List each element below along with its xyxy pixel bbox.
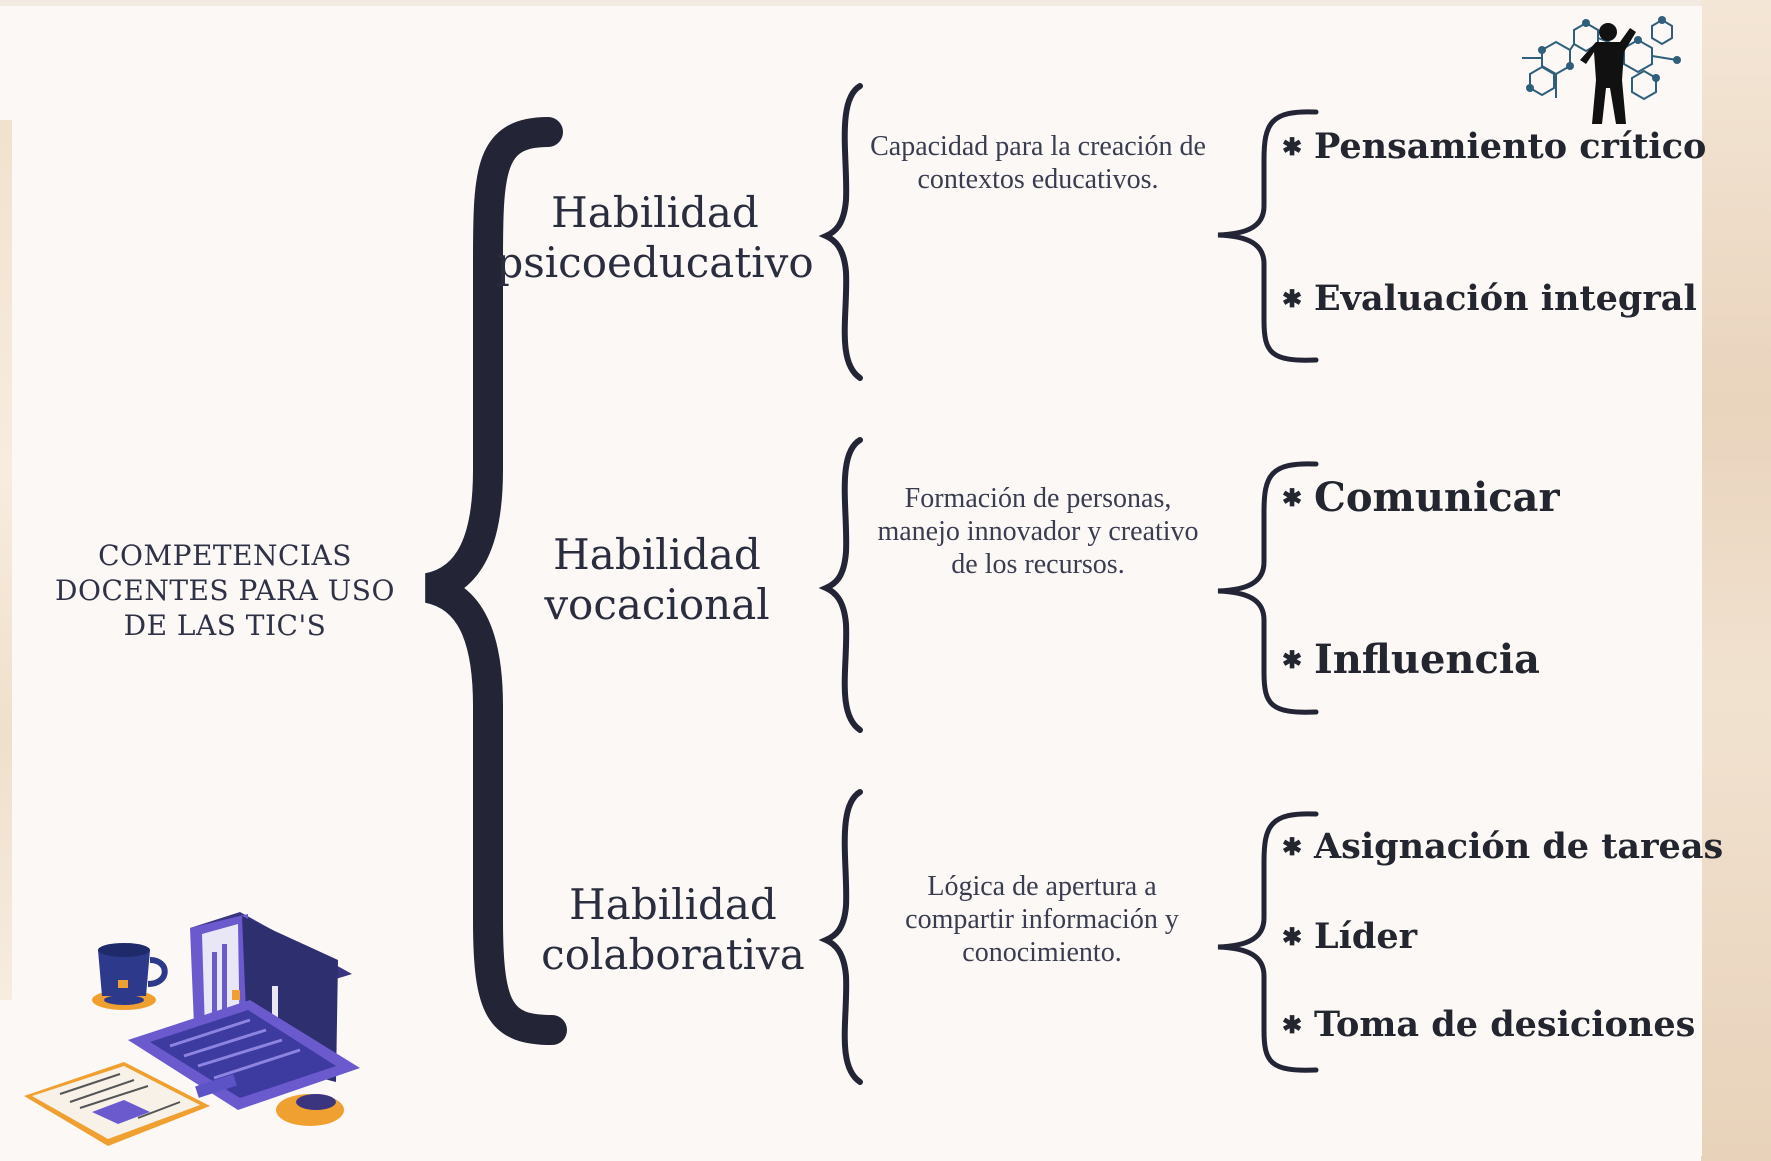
- bullet-icon: ✱: [1282, 132, 1303, 161]
- brace-branch-3: [818, 789, 863, 1085]
- top-edge: [0, 0, 1771, 6]
- branch-description-colaborativa: Lógica de apertura a compartir informaci…: [905, 871, 1179, 968]
- brace-branch-2: [818, 437, 863, 733]
- bullet-icon: ✱: [1282, 922, 1303, 951]
- bullet-icon: ✱: [1282, 284, 1303, 313]
- list-item: ✱ Líder: [1282, 916, 1418, 957]
- brace-items-3: [1217, 811, 1319, 1073]
- list-item: ✱ Comunicar: [1282, 474, 1560, 521]
- branch-description-vocacional: Formación de personas, manejo innovador …: [877, 483, 1199, 580]
- bullet-icon: ✱: [1282, 1010, 1303, 1039]
- root-label: COMPETENCIAS DOCENTES PARA USO DE LAS TI…: [55, 539, 395, 642]
- branch-description-psicoeducativo: Capacidad para la creación de contextos …: [870, 131, 1206, 195]
- list-item: ✱ Influencia: [1282, 636, 1540, 683]
- bullet-icon: ✱: [1282, 645, 1303, 674]
- bullet-icon: ✱: [1282, 483, 1303, 512]
- list-item: ✱ Toma de desiciones: [1282, 1004, 1696, 1045]
- brace-items-1: [1217, 109, 1319, 363]
- networked-person-icon: [1522, 16, 1681, 124]
- main-brace: [424, 117, 567, 1045]
- right-background-edge: [1701, 0, 1771, 1161]
- list-item: ✱ Evaluación integral: [1282, 278, 1697, 319]
- branch-title-vocacional: Habilidad vocacional: [544, 530, 770, 629]
- branch-title-psicoeducativo: Habilidad psicoeducativo: [496, 188, 814, 287]
- bullet-icon: ✱: [1282, 832, 1303, 861]
- branch-title-colaborativa: Habilidad colaborativa: [541, 880, 805, 979]
- laptop-workspace-icon: [24, 912, 360, 1146]
- list-item: ✱ Asignación de tareas: [1282, 826, 1724, 867]
- brace-items-2: [1217, 461, 1319, 715]
- list-item: ✱ Pensamiento crítico: [1282, 126, 1707, 167]
- brace-branch-1: [818, 83, 863, 381]
